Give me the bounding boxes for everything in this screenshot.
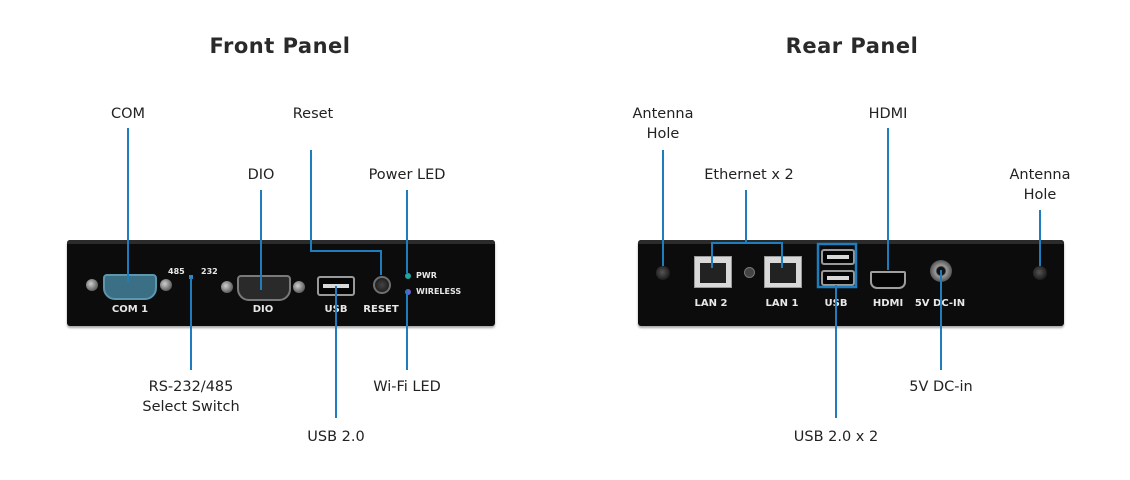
antenna-right-callout-label: Antenna Hole	[1010, 165, 1071, 205]
wifi-led-callout-label: Wi-Fi LED	[373, 379, 441, 395]
switch-485-label: 485	[168, 267, 185, 276]
reset-callout-line	[310, 150, 382, 275]
reset-button-label: RESET	[363, 304, 399, 315]
power-led	[405, 273, 411, 279]
dio-left-screw	[221, 281, 233, 293]
antenna-hole-left	[656, 266, 670, 280]
hdmi-callout-label: HDMI	[868, 106, 908, 122]
rear-usb-highlight	[816, 242, 858, 289]
com-callout-label: COM	[110, 106, 146, 122]
pwr-label: PWR	[416, 271, 437, 280]
front-panel-title: Front Panel	[209, 34, 351, 58]
antenna-right-label-line1: Antenna	[1009, 167, 1071, 183]
antenna-right-label-line2: Hole	[1023, 187, 1057, 203]
switch-232-label: 232	[201, 267, 218, 276]
ethernet-callout-label: Ethernet x 2	[704, 167, 794, 183]
com1-right-screw	[160, 279, 172, 291]
device-top-edge	[67, 240, 495, 244]
device-top-edge	[638, 240, 1064, 244]
power-led-callout-label: Power LED	[368, 167, 446, 183]
lan1-port	[764, 256, 802, 288]
hdmi-port-label: HDMI	[872, 298, 904, 309]
rj45-socket	[700, 263, 726, 283]
reset-button[interactable]	[373, 276, 391, 294]
com1-left-screw	[86, 279, 98, 291]
rear-usb-port-bottom	[821, 270, 855, 286]
usb-callout-label: USB 2.0	[307, 429, 365, 445]
reset-callout-label: Reset	[292, 106, 334, 122]
dio-right-screw	[293, 281, 305, 293]
rs-switch-label-line2: Select Switch	[142, 399, 240, 415]
front-panel-device: COM 1 485 232 DIO USB RESET PWR WIRELESS	[67, 240, 495, 326]
usb-tongue	[827, 255, 849, 259]
wireless-label: WIRELESS	[416, 287, 462, 296]
ethernet-callout-line	[711, 242, 783, 268]
com1-port	[103, 274, 157, 300]
hdmi-port	[870, 271, 906, 289]
rs-select-switch[interactable]	[189, 275, 193, 279]
rear-usb-port-top	[821, 249, 855, 265]
rear-panel-title: Rear Panel	[785, 34, 919, 58]
usb-tongue	[827, 276, 849, 280]
rs-switch-label-line1: RS-232/485	[148, 379, 234, 395]
antenna-hole-right	[1033, 266, 1047, 280]
antenna-left-label-line2: Hole	[646, 126, 680, 142]
dio-port	[237, 275, 291, 301]
dcin-callout-label: 5V DC-in	[909, 379, 973, 395]
dio-port-label: DIO	[252, 304, 274, 315]
lan2-port-label: LAN 2	[694, 298, 728, 309]
rear-panel-device: LAN 2 LAN 1 USB HDMI 5V DC-IN	[638, 240, 1064, 326]
rear-usb-callout-label: USB 2.0 x 2	[793, 429, 879, 445]
dio-callout-label: DIO	[247, 167, 275, 183]
com1-port-label: COM 1	[111, 304, 149, 315]
rs-switch-callout-label: RS-232/485 Select Switch	[142, 377, 239, 417]
lan1-port-label: LAN 1	[765, 298, 799, 309]
rj45-socket	[770, 263, 796, 283]
antenna-left-label-line1: Antenna	[632, 106, 694, 122]
ground-screw	[744, 267, 755, 278]
antenna-left-callout-label: Antenna Hole	[633, 104, 694, 144]
